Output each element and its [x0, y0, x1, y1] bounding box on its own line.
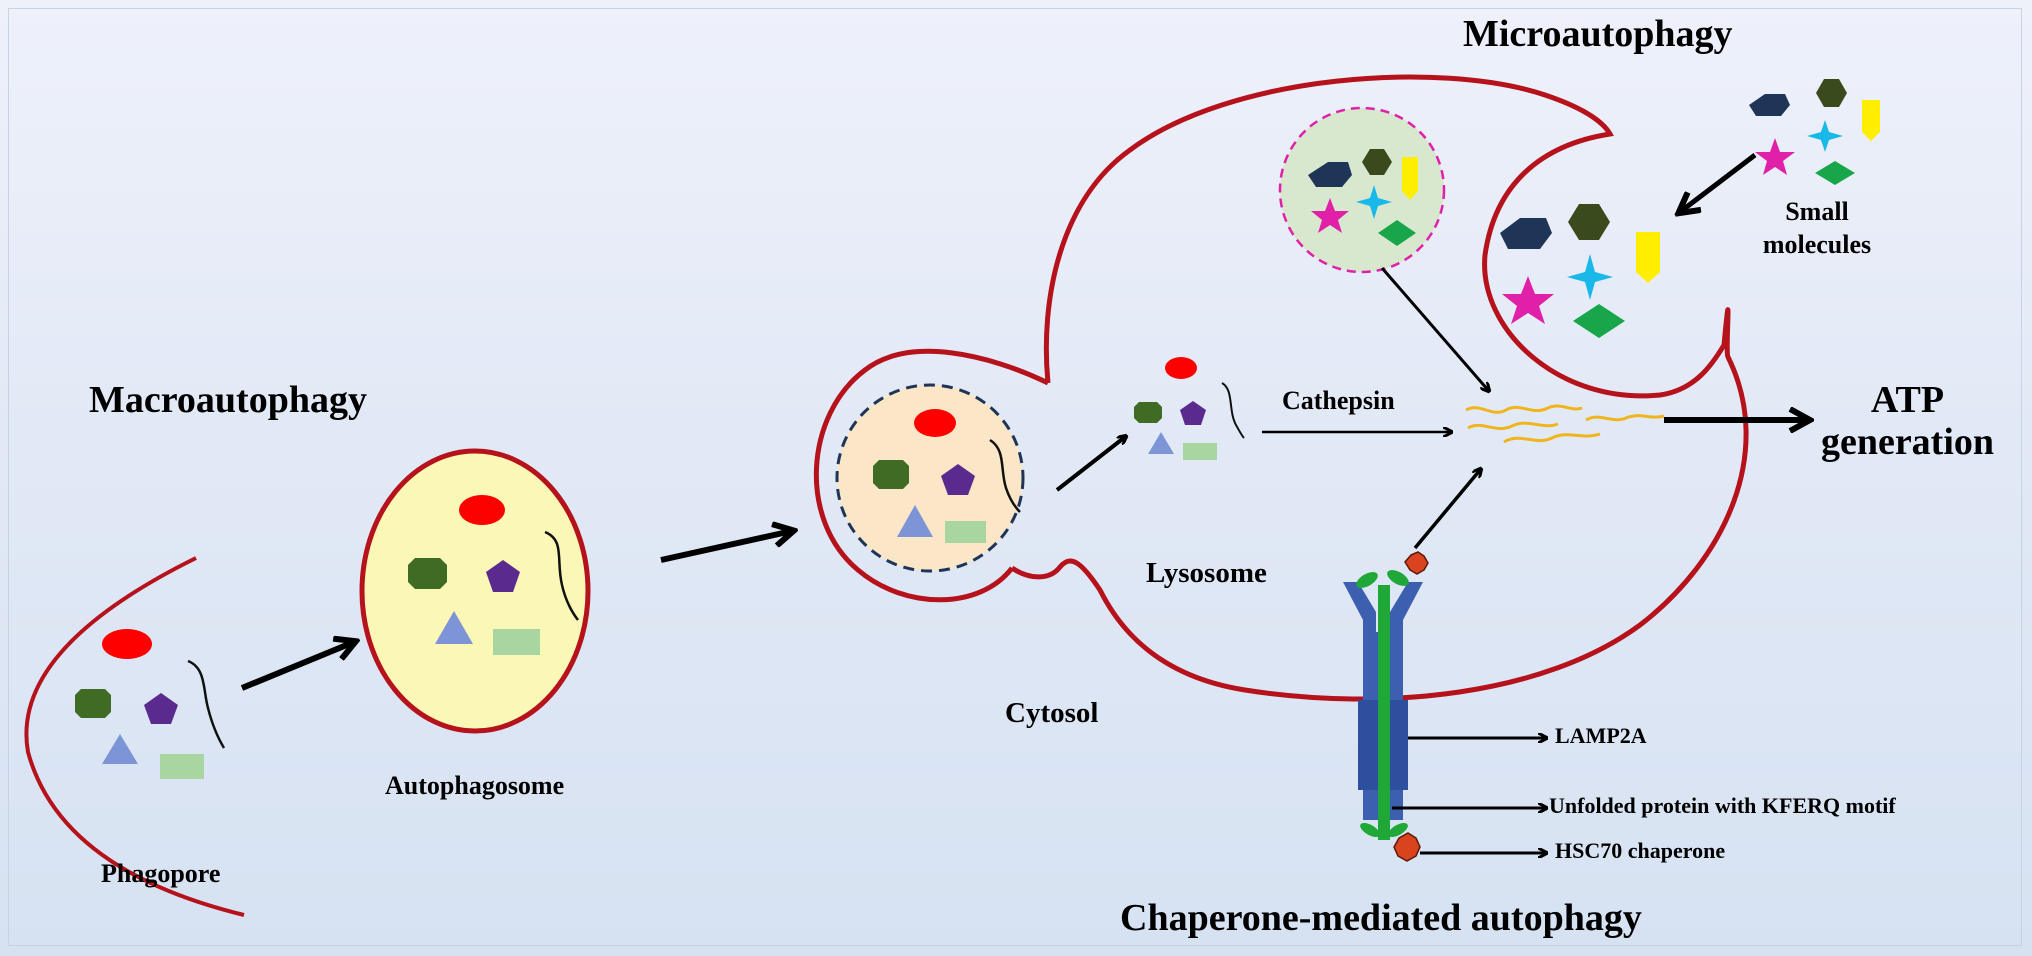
protein-leaf: [1356, 572, 1378, 588]
cargo-purple-pentagon: [1180, 401, 1206, 425]
arrow-release-cargo: [1055, 437, 1125, 492]
cargo-green-diamond: [1378, 220, 1416, 246]
cargo-navy-hexagon: [1308, 162, 1352, 187]
arrow-phagopore-to-autophagosome: [240, 642, 354, 691]
cargo-cyan-star: [1807, 120, 1843, 152]
cargo-navy-hexagon: [1749, 94, 1790, 116]
fusion-lobe-membrane: [813, 348, 1050, 603]
cargo-thread: [1221, 382, 1245, 439]
cargo-navy-hexagon: [1500, 218, 1552, 249]
cargo-yellow-tag: [1402, 157, 1418, 200]
figure-frame: [8, 8, 2022, 946]
released-cargo: [1134, 357, 1245, 460]
arrow-small-molecules-in: [1680, 153, 1757, 212]
cargo-magenta-star: [1755, 138, 1795, 175]
protein-leaf: [1387, 570, 1409, 586]
label-cytosol: Cytosol: [1005, 697, 1099, 729]
arrow-cma-to-peptides: [1413, 470, 1480, 550]
lysosome: [813, 74, 1749, 702]
small-molecules: [1749, 79, 1880, 185]
label-autophagosome: Autophagosome: [385, 771, 565, 800]
invagination-cargo: [1500, 204, 1660, 338]
title-microautophagy: Microautophagy: [1463, 13, 1733, 55]
cargo-blue-triangle: [102, 734, 138, 764]
cargo-green-octagon: [873, 460, 909, 489]
cargo-olive-hexagon: [1568, 204, 1610, 240]
cargo-blue-triangle: [435, 611, 473, 644]
title-chaperone-mediated-autophagy: Chaperone-mediated autophagy: [1120, 897, 1642, 939]
phagopore: [24, 556, 245, 917]
cargo-green-octagon: [75, 689, 111, 718]
micro-vesicle-membrane: [1278, 106, 1446, 274]
cargo-green-rect: [493, 629, 540, 655]
label-small-molecules-line2: molecules: [1762, 229, 1872, 259]
phagopore-membrane: [24, 556, 245, 917]
cargo-red-oval: [914, 409, 956, 437]
hsc70-chaperone: [1404, 551, 1429, 575]
title-macroautophagy: Macroautophagy: [89, 379, 367, 421]
cargo-yellow-tag: [1636, 232, 1660, 283]
label-atp-generation: ATP generation: [1815, 379, 2000, 464]
cargo-thread: [989, 438, 1021, 513]
cargo-green-diamond: [1815, 161, 1855, 185]
arrow-micro-vesicle-to-peptides: [1380, 267, 1488, 390]
cargo-blue-triangle: [1148, 432, 1174, 454]
cargo-red-oval: [102, 629, 152, 659]
cargo-cyan-star: [1567, 254, 1613, 300]
cargo-magenta-star: [1502, 276, 1554, 324]
label-small-molecules: Small molecules: [1742, 197, 1892, 259]
cargo-magenta-star: [1311, 198, 1349, 233]
label-unfolded-protein: Unfolded protein with KFERQ motif: [1549, 793, 1896, 818]
label-atp-line2: generation: [1820, 420, 1995, 463]
label-atp-line1: ATP: [1870, 379, 1945, 421]
unfolded-protein: [1378, 585, 1390, 840]
cargo-purple-pentagon: [144, 693, 178, 724]
cargo-yellow-tag: [1862, 100, 1880, 141]
protein-leaf: [1360, 823, 1380, 837]
label-hsc70: HSC70 chaperone: [1555, 838, 1726, 863]
cargo-red-oval: [459, 495, 505, 525]
cargo-red-oval: [1165, 357, 1197, 379]
cargo-green-rect: [945, 521, 986, 543]
label-lysosome: Lysosome: [1146, 557, 1267, 589]
label-cathepsin: Cathepsin: [1282, 386, 1395, 415]
cargo-cyan-star: [1356, 185, 1392, 219]
lysosome-outer-membrane: [1010, 74, 1749, 702]
peptide-fragments: [1465, 404, 1665, 444]
cargo-green-octagon: [408, 558, 447, 589]
cargo-purple-pentagon: [486, 560, 520, 592]
cargo-olive-hexagon: [1816, 79, 1847, 107]
cargo-thread: [187, 659, 226, 749]
cargo-blue-triangle: [897, 505, 933, 537]
cargo-olive-hexagon: [1362, 149, 1392, 175]
cargo-green-octagon: [1134, 402, 1162, 423]
protein-leaf: [1388, 823, 1408, 837]
hsc70-chaperone: [1393, 832, 1421, 862]
cargo-green-diamond: [1573, 304, 1625, 338]
autophagosome-membrane: [359, 448, 591, 734]
cargo-purple-pentagon: [941, 464, 975, 495]
label-lamp2a: LAMP2A: [1555, 723, 1647, 748]
cma-complex: [1343, 470, 1545, 862]
autophagosome: [359, 448, 591, 734]
micro-vesicle: [1278, 106, 1446, 274]
cargo-green-rect: [160, 754, 204, 779]
label-phagopore: Phagopore: [101, 859, 221, 888]
cargo-thread: [544, 530, 579, 621]
cargo-green-rect: [1183, 443, 1217, 460]
label-small-molecules-line1: Small: [1785, 197, 1849, 226]
arrow-autophagosome-to-lysosome: [660, 531, 792, 563]
